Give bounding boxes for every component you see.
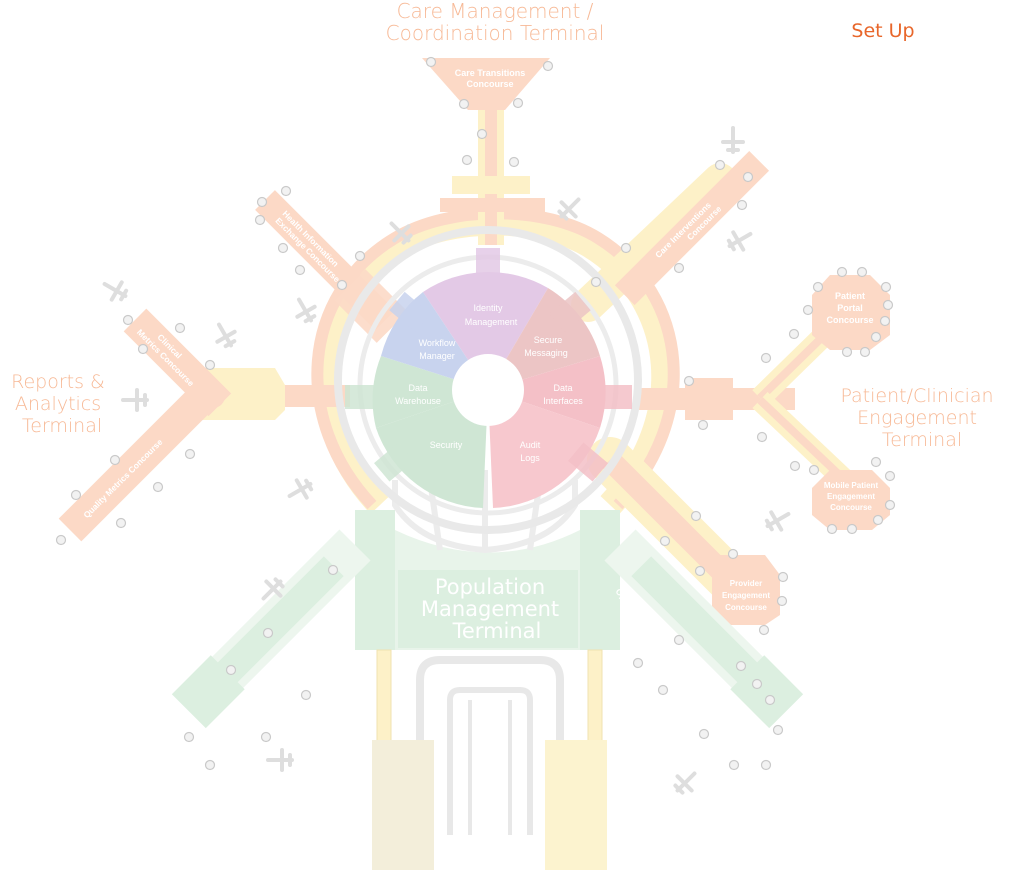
wedge-label: Management xyxy=(465,317,518,327)
concourse-label: Concourse xyxy=(830,503,872,512)
airplane-icon xyxy=(389,221,413,245)
reports-terminal-label: Reports & Analytics Terminal xyxy=(11,371,105,437)
airplane-icons xyxy=(102,126,791,795)
concourse-label: Care Transitions xyxy=(455,68,526,78)
airplane-icon xyxy=(287,478,314,500)
concourse-label: Engagement xyxy=(827,492,875,501)
lower-structure xyxy=(372,470,607,870)
wedge-label: Workflow xyxy=(419,338,456,348)
concourse-label: Provider xyxy=(730,579,762,588)
wedge-label: Data xyxy=(553,383,572,393)
airplane-icon xyxy=(764,510,791,532)
terminal-label: Population xyxy=(435,575,545,599)
wedge-label: Interfaces xyxy=(543,396,583,406)
terminal-label: Management xyxy=(421,597,559,621)
concourse-label: Concourse xyxy=(466,79,513,89)
gate-markers xyxy=(55,56,896,771)
setup-link[interactable]: Set Up xyxy=(851,20,914,42)
population-area xyxy=(355,510,620,650)
airplane-icon xyxy=(261,577,285,601)
upper-roads xyxy=(311,95,680,514)
airplane-icon xyxy=(673,771,697,795)
terminal-label: Coordination Terminal xyxy=(386,21,605,45)
terminal-label: Reports & xyxy=(11,371,105,393)
wedge-label: Secure xyxy=(534,335,563,345)
operational-management-concourse[interactable]: Operational Management Concourse xyxy=(603,528,804,729)
care-management-terminal-label: Care Management / Coordination Terminal xyxy=(386,0,605,45)
population-terminal-label: Population Management Terminal xyxy=(421,575,559,643)
hub-center xyxy=(452,354,524,426)
terminal-label: Engagement xyxy=(857,407,977,429)
airplane-icon xyxy=(121,388,149,412)
wedge-label: Manager xyxy=(419,351,455,361)
care-transitions-concourse[interactable]: Care Transitions Concourse xyxy=(422,58,550,110)
wedge-label: Security xyxy=(430,440,463,450)
wedge-label: Warehouse xyxy=(395,396,441,406)
terminal-label: Patient/Clinician xyxy=(840,385,993,407)
patient-portal-concourse[interactable]: Patient Portal Concourse xyxy=(812,275,890,350)
hub-wedge-data-interfaces[interactable]: Data Interfaces xyxy=(488,356,606,428)
concourse-label: Concourse xyxy=(725,603,767,612)
concourse-label: Quality Metrics Concourse xyxy=(81,437,164,520)
concourse-label: Concourse xyxy=(826,315,873,325)
hub-wedge-audit-logs[interactable]: Audit Logs xyxy=(488,390,600,508)
airplane-icon xyxy=(215,322,237,349)
terminal-label: Terminal xyxy=(22,415,102,437)
airplane-icon xyxy=(102,280,129,302)
wedge-label: Identity xyxy=(473,303,503,313)
financial-management-concourse[interactable]: Financial Management Concourse xyxy=(171,528,372,729)
provider-engagement-concourse[interactable]: Provider Engagement Concourse xyxy=(587,437,780,625)
airplane-icon xyxy=(266,748,294,772)
wedge-label: Logs xyxy=(520,453,540,463)
terminal-label: Care Management / xyxy=(397,0,594,23)
hub-wedge-identity[interactable]: Identity Management xyxy=(423,272,548,390)
concourse-label: Patient xyxy=(835,291,865,301)
mobile-patient-concourse[interactable]: Mobile Patient Engagement Concourse xyxy=(812,470,890,530)
airplane-icon xyxy=(295,297,317,324)
airplane-icon xyxy=(557,197,581,221)
wedge-label: Messaging xyxy=(524,348,568,358)
care-interventions-concourse[interactable]: Care Interventions Concourse xyxy=(571,150,770,322)
terminal-label: Terminal xyxy=(882,429,962,451)
concourse-label: Portal xyxy=(837,303,863,313)
terminal-label: Analytics xyxy=(15,393,101,415)
wedge-label: Audit xyxy=(520,440,541,450)
hub-wedge-data-warehouse[interactable]: Data Warehouse xyxy=(372,356,488,428)
terminal-label: Terminal xyxy=(452,619,542,643)
concourse-label: Engagement xyxy=(722,591,770,600)
patient-clinician-terminal-label: Patient/Clinician Engagement Terminal xyxy=(840,385,993,451)
airplane-icon xyxy=(726,230,753,252)
hub-wedge-security[interactable]: Security xyxy=(376,390,488,508)
airplane-icon xyxy=(721,126,745,154)
wedge-label: Data xyxy=(408,383,427,393)
concourse-label: Mobile Patient xyxy=(824,481,879,490)
hub-connectors xyxy=(345,248,632,482)
